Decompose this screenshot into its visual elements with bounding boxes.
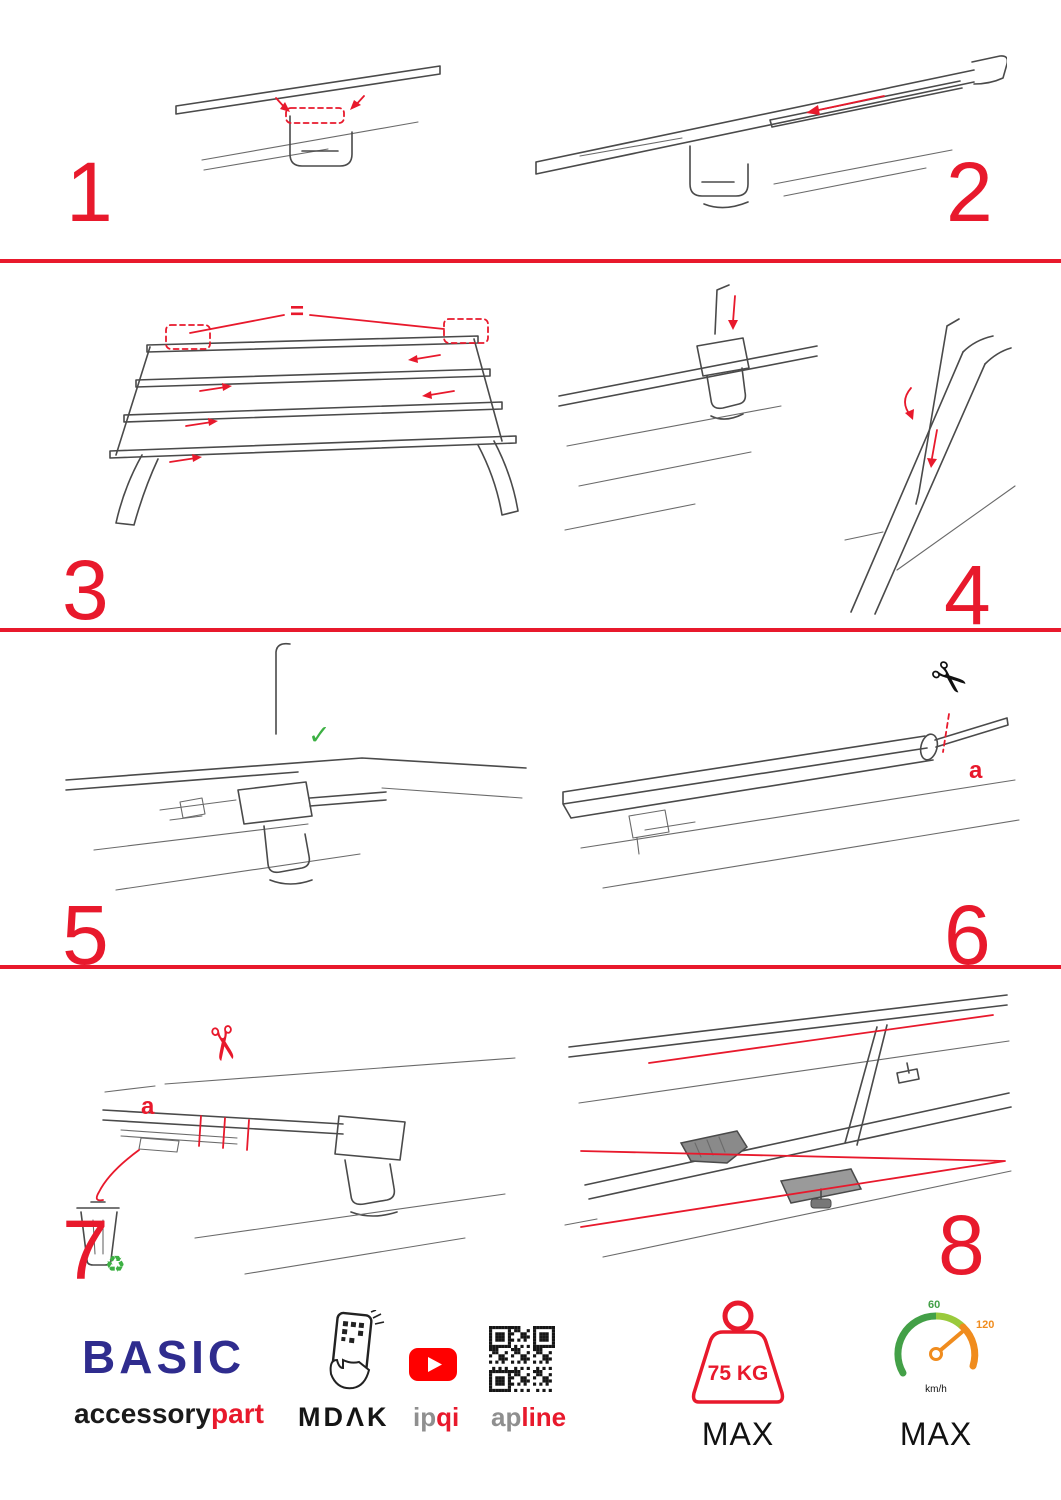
brand-ap-text: ap: [491, 1402, 522, 1432]
max-load-value: 75 KG: [708, 1362, 769, 1385]
section-divider-1: [0, 259, 1061, 263]
qr-code-icon: [489, 1326, 555, 1392]
step-5-illustration: ✓: [65, 642, 527, 891]
cut-piece-label-a: a: [141, 1093, 155, 1120]
max-load-weight-icon: 75 KG: [691, 1300, 785, 1404]
speed-60-label: 60: [928, 1299, 940, 1311]
recycle-icon: ♻: [105, 1251, 126, 1277]
phone-qr-icon: [329, 1310, 385, 1390]
speed-unit-label: km/h: [925, 1384, 947, 1395]
brand-basic-logo: BASIC: [82, 1331, 246, 1383]
step-7-illustration: ✂ a ♻: [76, 1020, 516, 1277]
step-4-number: 4: [944, 548, 991, 642]
scissors-red-icon: ✂: [194, 1020, 252, 1067]
slide-arrow: [813, 95, 885, 112]
step-4-illustration: [558, 284, 1016, 615]
brand-mdak-logo: MDΛK: [298, 1402, 390, 1432]
section-divider-2: [0, 628, 1061, 632]
step-7-number: 7: [62, 1203, 109, 1297]
speed-max-label: MAX: [899, 1416, 973, 1452]
scissors-icon: ✂: [919, 648, 979, 709]
pad-outline: [285, 107, 345, 124]
speedometer-icon: 60 120 km/h: [894, 1299, 994, 1395]
brand-qi-text: qi: [436, 1402, 460, 1432]
step-8-illustration: [564, 994, 1012, 1258]
step-6-number: 6: [944, 888, 991, 982]
step-2-number: 2: [946, 145, 993, 239]
cut-point-label-a: a: [969, 757, 983, 784]
step-5-number: 5: [62, 888, 109, 982]
step-3-illustration: =: [109, 298, 519, 526]
brand-accessorypart-logo: accessorypart: [74, 1398, 264, 1430]
brand-ip-text: ip: [413, 1402, 437, 1432]
step-1-illustration: [175, 65, 441, 171]
step-1-number: 1: [66, 145, 113, 239]
step-2-illustration: [535, 55, 1007, 209]
step-6-illustration: ✂ a: [562, 648, 1020, 889]
step-3-number: 3: [62, 543, 109, 637]
equal-spacing-symbol: =: [290, 298, 304, 325]
youtube-icon: [409, 1348, 457, 1381]
max-load-label: MAX: [701, 1416, 775, 1452]
checkmark-icon: ✓: [308, 720, 331, 750]
brand-apline-logo: apline: [491, 1402, 566, 1433]
speed-120-label: 120: [976, 1319, 994, 1331]
step-8-number: 8: [938, 1198, 985, 1292]
section-divider-3: [0, 965, 1061, 969]
brand-ipqi-logo: ipqi: [413, 1402, 459, 1433]
brand-part-text: part: [211, 1398, 264, 1429]
brand-accessory-text: accessory: [74, 1398, 212, 1429]
brand-line-text: line: [521, 1402, 567, 1432]
